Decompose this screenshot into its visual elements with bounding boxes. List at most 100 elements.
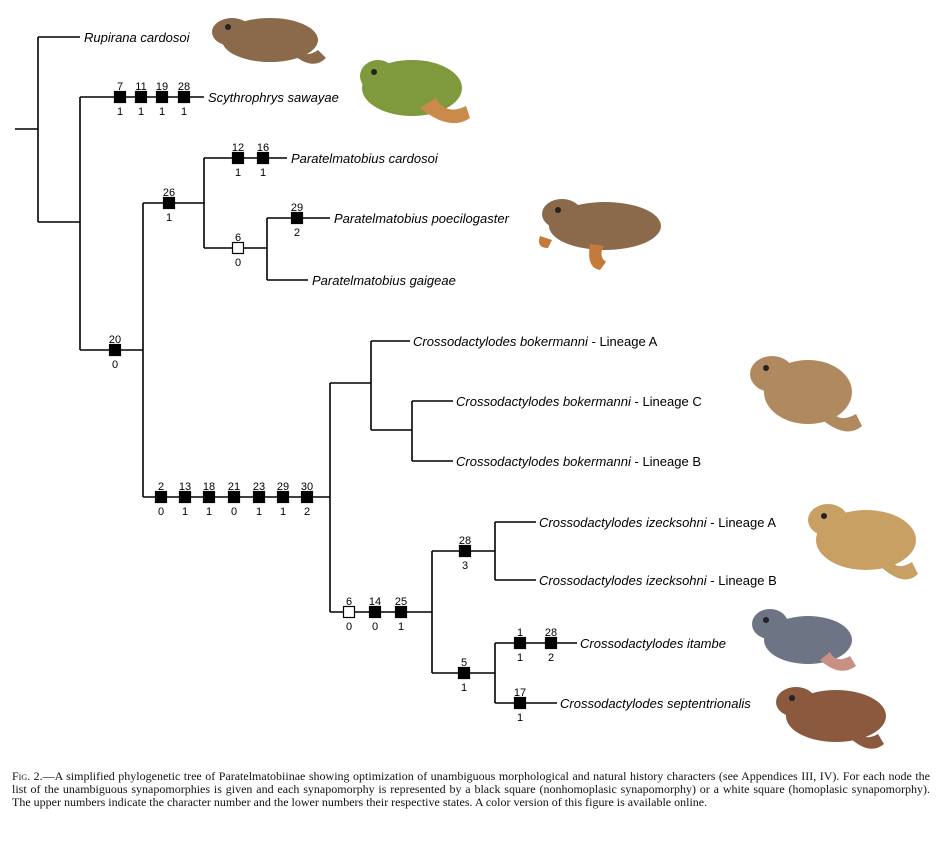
svg-text:16: 16 <box>257 142 269 154</box>
synapomorphy-marker: 283 <box>459 535 471 572</box>
svg-text:0: 0 <box>372 621 378 633</box>
frog-leg <box>850 730 884 749</box>
frog-leg <box>589 244 606 270</box>
character-square <box>162 196 176 210</box>
synapomorphy-marker: 51 <box>457 657 471 694</box>
character-square <box>202 490 216 504</box>
synapomorphy-marker: 292 <box>291 202 303 239</box>
taxon-label: Crossodactylodes bokermanni - Lineage B <box>456 454 701 469</box>
svg-text:21: 21 <box>228 481 240 493</box>
character-square <box>178 490 192 504</box>
svg-text:1: 1 <box>206 506 212 518</box>
frog-photo-scythrophrys <box>360 60 470 124</box>
svg-text:29: 29 <box>277 481 289 493</box>
taxon-label: Crossodactylodes septentrionalis <box>560 696 751 711</box>
svg-text:0: 0 <box>346 621 352 633</box>
svg-text:19: 19 <box>156 81 168 93</box>
synapomorphy-marker: 19 1 <box>156 81 168 118</box>
synapomorphy-marker: 161 <box>257 142 269 179</box>
frog-head <box>750 356 794 392</box>
taxon-label: Rupirana cardosoi <box>84 30 191 45</box>
synapomorphy-marker: 200 <box>109 334 121 371</box>
frog-photo-crossodactylodes-bokermanni <box>750 356 862 432</box>
svg-text:6: 6 <box>235 232 241 244</box>
character-square <box>155 90 169 104</box>
svg-text:1: 1 <box>182 506 188 518</box>
synapomorphy-marker: 23 1 <box>253 481 265 518</box>
svg-text:1: 1 <box>159 106 165 118</box>
synapomorphy-marker: 20 <box>154 481 168 518</box>
character-square <box>513 696 527 710</box>
taxon-label: Crossodactylodes bokermanni - Lineage C <box>456 394 702 409</box>
character-square <box>252 490 266 504</box>
character-square <box>276 490 290 504</box>
svg-text:23: 23 <box>253 481 265 493</box>
svg-text:1: 1 <box>398 621 404 633</box>
svg-text:1: 1 <box>166 212 172 224</box>
taxon-label: Crossodactylodes itambe <box>580 636 726 651</box>
svg-text:12: 12 <box>232 142 244 154</box>
frog-head <box>212 18 252 46</box>
svg-text:1: 1 <box>517 627 523 639</box>
synapomorphy-marker: 26 1 <box>163 187 175 224</box>
svg-text:1: 1 <box>117 106 123 118</box>
svg-text:1: 1 <box>138 106 144 118</box>
caption-label: Fig. 2. <box>12 769 43 783</box>
svg-text:28: 28 <box>545 627 557 639</box>
phylogenetic-tree: Rupirana cardosoi Scythrophrys sawayae P… <box>15 18 918 749</box>
taxon-labels: Rupirana cardosoi Scythrophrys sawayae P… <box>84 30 777 711</box>
character-square <box>300 490 314 504</box>
taxon-label: Paratelmatobius poecilogaster <box>334 211 510 226</box>
character-square <box>227 490 241 504</box>
svg-text:1: 1 <box>256 506 262 518</box>
synapomorphy-marker: 60 <box>231 232 245 269</box>
frog-leg <box>539 236 552 248</box>
frog-head <box>776 687 816 717</box>
svg-text:17: 17 <box>514 687 526 699</box>
svg-text:26: 26 <box>163 187 175 199</box>
taxon-label: Paratelmatobius cardosoi <box>291 151 439 166</box>
taxon-label: Crossodactylodes bokermanni - Lineage A <box>413 334 658 349</box>
frog-photo-crossodactylodes-izecksohni <box>808 504 918 580</box>
synapomorphy-markers: 71 111 191 281 121 161 261 292 60 200 20… <box>109 81 557 724</box>
frog-head <box>808 504 848 536</box>
svg-text:28: 28 <box>459 535 471 547</box>
character-square <box>154 490 168 504</box>
taxon-label: Crossodactylodes izecksohni - Lineage A <box>539 515 776 530</box>
character-square <box>113 90 127 104</box>
svg-text:18: 18 <box>203 481 215 493</box>
tree-branches <box>15 36 577 704</box>
character-square <box>544 636 558 650</box>
character-square <box>457 666 471 680</box>
svg-text:30: 30 <box>301 481 313 493</box>
frog-photo-crossodactylodes-itambe <box>752 609 856 671</box>
synapomorphy-marker: 11 <box>513 627 527 664</box>
frog-leg <box>820 652 856 671</box>
svg-text:28: 28 <box>178 81 190 93</box>
svg-text:2: 2 <box>304 506 310 518</box>
frog-photo-paratelmatobius <box>539 199 661 270</box>
synapomorphy-marker: 25 1 <box>395 596 407 633</box>
svg-text:25: 25 <box>395 596 407 608</box>
character-square <box>290 211 304 225</box>
frog-head <box>542 199 582 229</box>
svg-text:20: 20 <box>109 334 121 346</box>
synapomorphy-marker: 30 2 <box>301 481 313 518</box>
character-square <box>458 544 472 558</box>
frog-photo-rupirana <box>212 18 326 64</box>
character-square <box>342 605 356 619</box>
synapomorphy-marker: 210 <box>228 481 240 518</box>
svg-text:5: 5 <box>461 657 467 669</box>
svg-text:11: 11 <box>135 81 146 93</box>
svg-text:0: 0 <box>235 257 241 269</box>
synapomorphy-marker: 291 <box>277 481 289 518</box>
frog-photo-crossodactylodes-septentrionalis <box>776 687 886 749</box>
svg-text:2: 2 <box>548 652 554 664</box>
svg-text:1: 1 <box>517 712 523 724</box>
svg-text:7: 7 <box>117 81 123 93</box>
character-square <box>368 605 382 619</box>
synapomorphy-marker: 281 <box>178 81 190 118</box>
svg-text:2: 2 <box>294 227 300 239</box>
frog-leg <box>820 410 862 432</box>
frog-leg <box>290 46 326 64</box>
